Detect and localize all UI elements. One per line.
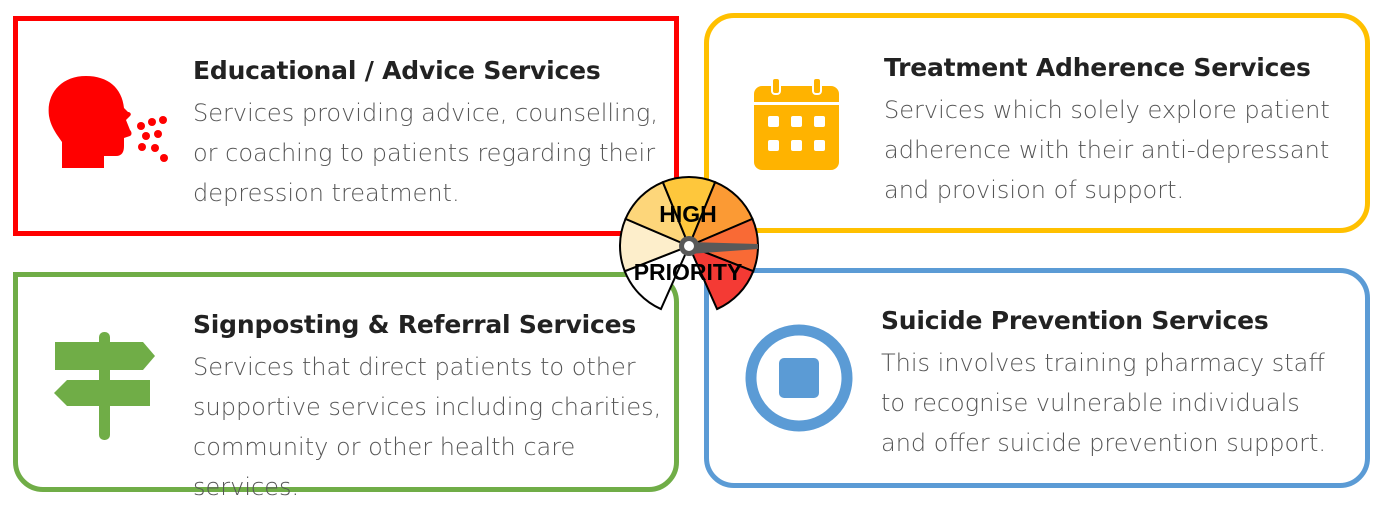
card-suicide-prevention: Suicide Prevention Services This involve… [704,268,1370,488]
speaking-head-icon [48,76,168,168]
card-description: Services which solely explore patient ad… [884,96,1330,204]
card-educational-advice: Educational / Advice Services Services p… [13,16,679,236]
card-treatment-adherence: Treatment Adherence Services Services wh… [704,13,1370,233]
card-title: Treatment Adherence Services [884,53,1311,82]
priority-gauge: HIGH PRIORITY [619,176,759,311]
card-title: Suicide Prevention Services [881,306,1269,335]
card-description: Services providing advice, counselling, … [193,99,658,207]
gauge-needle [689,242,758,254]
card-title: Educational / Advice Services [193,56,601,85]
calendar-icon [754,78,839,170]
stop-circle-icon [745,324,853,432]
gauge-label-high: HIGH [659,201,717,227]
card-description: Services that direct patients to other s… [193,353,662,501]
gauge-segment [687,244,755,311]
card-signposting-referral: Signposting & Referral Services Services… [13,272,679,501]
signpost-icon [54,332,155,440]
card-title: Signposting & Referral Services [193,310,637,339]
card-description: This involves training pharmacy staff to… [881,349,1327,457]
gauge-label-priority: PRIORITY [634,259,743,285]
